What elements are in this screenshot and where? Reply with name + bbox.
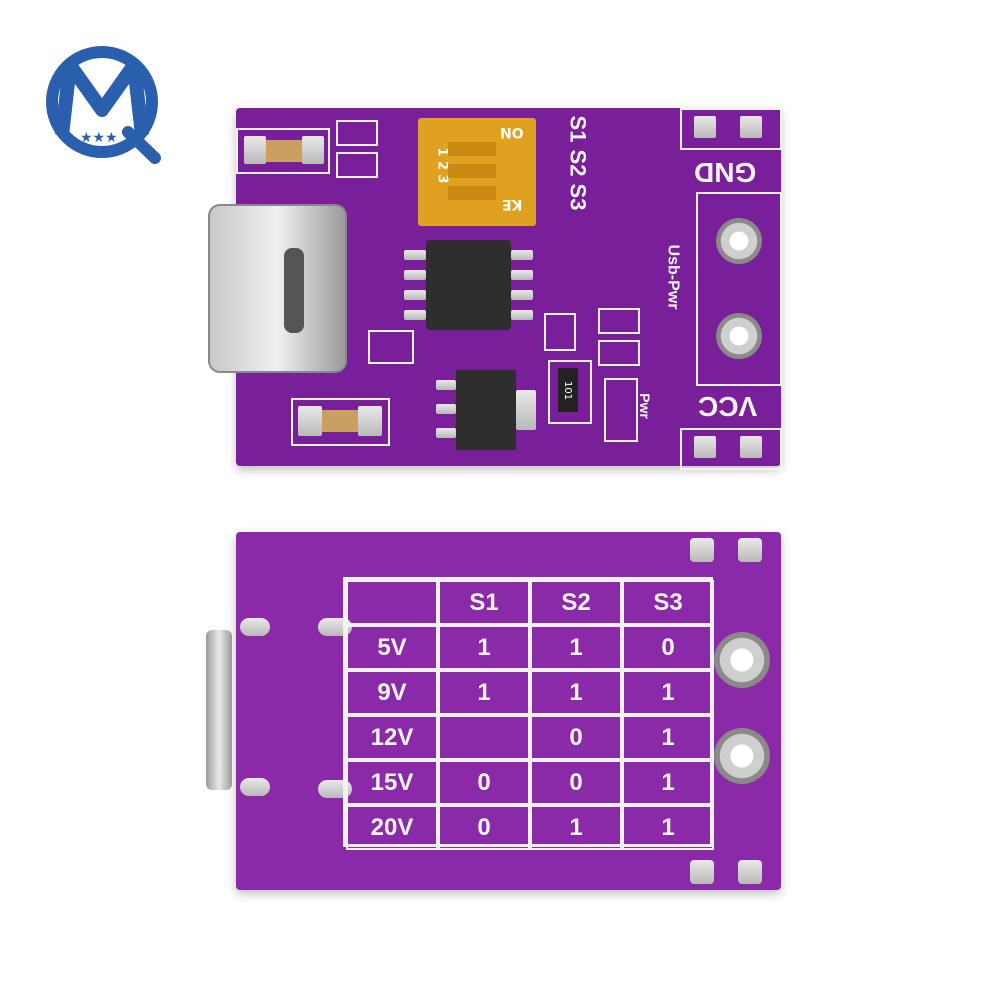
table-header-cell xyxy=(346,580,438,625)
dip-switch-on-label: ON xyxy=(500,124,524,140)
table-voltage-cell: 15V xyxy=(346,760,438,805)
svg-text:★★★: ★★★ xyxy=(80,130,118,146)
table-value-cell: 0 xyxy=(438,805,530,850)
terminal-hole xyxy=(714,632,770,688)
brand-logo: ★★★ xyxy=(40,40,165,165)
capacitor-pad xyxy=(298,406,322,436)
vcc-header-pin xyxy=(740,436,762,458)
smd-component-outline xyxy=(544,313,576,351)
capacitor-pad xyxy=(358,406,382,436)
table-value-cell: 1 xyxy=(622,670,714,715)
capacitor-outline xyxy=(236,128,330,174)
table-header-cell: S3 xyxy=(622,580,714,625)
ic-pin xyxy=(511,290,533,300)
usb-c-connector-side xyxy=(206,630,232,790)
switch-label-s3: S3 xyxy=(565,183,591,211)
dip-switch[interactable]: ON KE 1 2 3 xyxy=(418,118,536,226)
table-value-cell: 1 xyxy=(622,760,714,805)
table-value-cell: 0 xyxy=(622,625,714,670)
table-header-cell: S1 xyxy=(438,580,530,625)
dip-toggle-3[interactable] xyxy=(448,186,496,200)
capacitor-pad xyxy=(244,136,266,164)
gnd-header-outline xyxy=(680,108,782,150)
vcc-header-pin xyxy=(694,436,716,458)
table-value-cell: 1 xyxy=(530,805,622,850)
bottom-pcb-board xyxy=(206,532,781,890)
regulator-pin xyxy=(436,380,456,390)
table-value-cell: 1 xyxy=(438,670,530,715)
power-terminal-outline xyxy=(696,192,782,386)
table-value-cell: 0 xyxy=(530,715,622,760)
mount-pad xyxy=(738,538,762,562)
capacitor-body xyxy=(322,410,358,432)
ic-pin xyxy=(511,310,533,320)
switch-label-s1: S1 xyxy=(565,115,591,143)
terminal-hole xyxy=(714,728,770,784)
capacitor-body xyxy=(266,140,302,162)
ic-pin xyxy=(511,250,533,260)
voltage-regulator xyxy=(456,370,516,450)
dip-switch-ke-label: KE xyxy=(502,196,523,212)
smd-component-outline xyxy=(368,330,414,364)
top-pcb-board: ON KE 1 2 3 S1 S2 S3 101 Pwr GND xyxy=(208,108,782,470)
usb-c-port-slot xyxy=(284,248,304,333)
table-value-cell: 1 xyxy=(530,625,622,670)
resistor-outline xyxy=(548,360,592,424)
smd-component-outline xyxy=(336,152,378,178)
ic-pin xyxy=(404,310,426,320)
usb-pwr-label: Usb-Pwr xyxy=(664,244,682,310)
switch-label-s2: S2 xyxy=(565,149,591,177)
vcc-terminal-hole xyxy=(716,313,762,359)
smd-component-outline xyxy=(598,308,640,334)
usb-solder-pad xyxy=(240,618,270,636)
led-outline xyxy=(604,378,638,442)
usb-c-connector xyxy=(208,204,347,373)
regulator-pin xyxy=(436,404,456,414)
table-voltage-cell: 9V xyxy=(346,670,438,715)
resistor-101: 101 xyxy=(558,368,578,412)
table-value-cell: 1 xyxy=(622,715,714,760)
table-value-cell: 1 xyxy=(438,625,530,670)
dip-toggle-1[interactable] xyxy=(448,142,496,156)
ic-pin xyxy=(404,290,426,300)
capacitor-outline xyxy=(291,398,390,446)
vcc-label: VCC xyxy=(698,391,758,422)
gnd-header-pin xyxy=(740,116,762,138)
table-value-cell: 1 xyxy=(622,805,714,850)
table-header-cell: S2 xyxy=(530,580,622,625)
table-voltage-cell: 20V xyxy=(346,805,438,850)
regulator-tab xyxy=(516,390,536,430)
gnd-label: GND xyxy=(694,157,757,188)
table-value-cell: 0 xyxy=(438,760,530,805)
mount-pad xyxy=(690,538,714,562)
table-value-cell: 0 xyxy=(530,760,622,805)
ic-pin xyxy=(404,250,426,260)
mount-pad xyxy=(738,860,762,884)
ic-pin xyxy=(404,270,426,280)
usb-solder-pad xyxy=(240,778,270,796)
dip-toggle-2[interactable] xyxy=(448,164,496,178)
table-voltage-cell: 12V xyxy=(346,715,438,760)
mount-pad xyxy=(690,860,714,884)
regulator-pin xyxy=(436,428,456,438)
gnd-header-pin xyxy=(694,116,716,138)
main-ic-chip xyxy=(426,240,511,330)
ic-pin xyxy=(511,270,533,280)
smd-component-outline xyxy=(598,340,640,366)
table-value-cell xyxy=(438,715,530,760)
capacitor-pad xyxy=(302,136,324,164)
table-voltage-cell: 5V xyxy=(346,625,438,670)
smd-component-outline xyxy=(336,120,378,146)
table-value-cell: 1 xyxy=(530,670,622,715)
resistor-code: 101 xyxy=(562,380,574,400)
usb-pwr-terminal-hole xyxy=(716,218,762,264)
pwr-label: Pwr xyxy=(636,393,653,419)
vcc-header-outline xyxy=(680,428,782,470)
